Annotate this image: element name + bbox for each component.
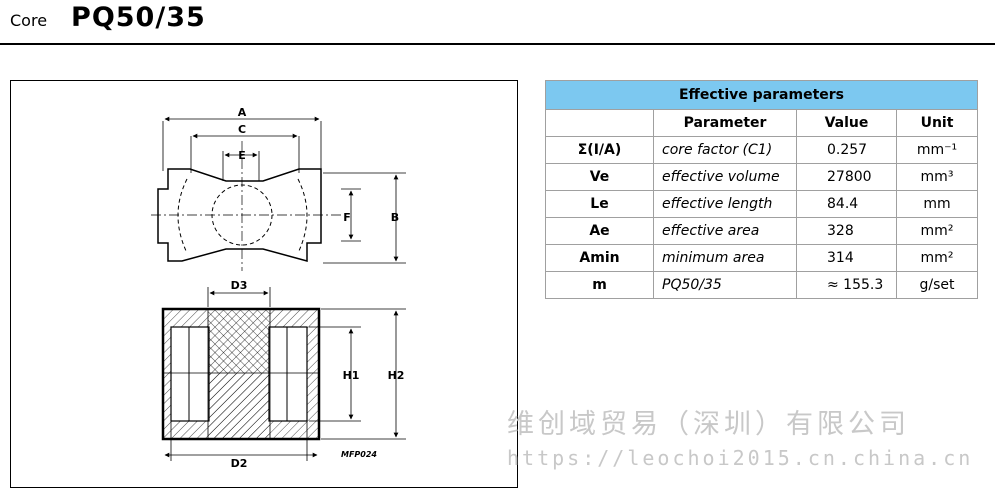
dim-label-e: E [238, 149, 246, 162]
table-title: Effective parameters [545, 80, 978, 110]
side-view [161, 307, 321, 441]
row-unit: g/set [896, 271, 978, 299]
table-row: Amin minimum area 314 mm² [545, 244, 978, 272]
row-symbol: m [545, 271, 654, 299]
figure-code: MFP024 [341, 450, 377, 459]
core-drawing-svg: A C E F B D3 D2 H1 [151, 106, 406, 470]
row-unit: mm² [896, 244, 978, 272]
dim-label-b: B [391, 211, 399, 224]
row-parameter: PQ50/35 [653, 271, 797, 299]
effective-parameters-table: Effective parameters Parameter Value Uni… [545, 80, 978, 299]
dim-label-d3: D3 [231, 279, 248, 292]
row-unit: mm² [896, 217, 978, 245]
row-value: 314 [796, 244, 897, 272]
row-parameter: minimum area [653, 244, 797, 272]
row-value: 27800 [796, 163, 897, 191]
dim-label-d2: D2 [231, 457, 248, 470]
col-header-unit: Unit [896, 109, 978, 137]
row-value: 0.257 [796, 136, 897, 164]
watermark-url: https://leochoi2015.cn.china.cn [507, 446, 974, 470]
header-rule [0, 43, 995, 45]
col-header-value: Value [796, 109, 897, 137]
row-symbol: Ae [545, 217, 654, 245]
table-title-row: Effective parameters [545, 80, 978, 110]
dim-label-f: F [343, 211, 351, 224]
dim-label-a: A [238, 106, 247, 119]
row-symbol: Amin [545, 244, 654, 272]
dim-label-h1: H1 [343, 369, 360, 382]
row-unit: mm [896, 190, 978, 218]
row-value: ≈ 155.3 [796, 271, 897, 299]
row-value: 328 [796, 217, 897, 245]
table-row: Ve effective volume 27800 mm³ [545, 163, 978, 191]
col-header-parameter: Parameter [653, 109, 797, 137]
top-dimensions [162, 116, 406, 264]
row-symbol: Ve [545, 163, 654, 191]
row-parameter: effective area [653, 217, 797, 245]
row-parameter: effective volume [653, 163, 797, 191]
row-unit: mm³ [896, 163, 978, 191]
page-header: Core PQ50/35 [10, 2, 206, 42]
row-parameter: core factor (C1) [653, 136, 797, 164]
part-title: PQ50/35 [71, 2, 206, 33]
table-row: Ae effective area 328 mm² [545, 217, 978, 245]
row-value: 84.4 [796, 190, 897, 218]
core-drawing: A C E F B D3 D2 H1 [10, 80, 518, 488]
table-header-row: Parameter Value Unit [545, 109, 978, 137]
row-parameter: effective length [653, 190, 797, 218]
row-symbol: Le [545, 190, 654, 218]
col-header-symbol [545, 109, 654, 137]
core-label: Core [10, 11, 48, 30]
dim-label-h2: H2 [388, 369, 405, 382]
row-symbol: Σ(I/A) [545, 136, 654, 164]
side-dimensions [164, 287, 406, 461]
row-unit: mm⁻¹ [896, 136, 978, 164]
table-row: Le effective length 84.4 mm [545, 190, 978, 218]
dim-label-c: C [238, 123, 246, 136]
table-row: m PQ50/35 ≈ 155.3 g/set [545, 271, 978, 299]
table-row: Σ(I/A) core factor (C1) 0.257 mm⁻¹ [545, 136, 978, 164]
watermark-company: 维创域贸易（深圳）有限公司 [507, 409, 910, 440]
